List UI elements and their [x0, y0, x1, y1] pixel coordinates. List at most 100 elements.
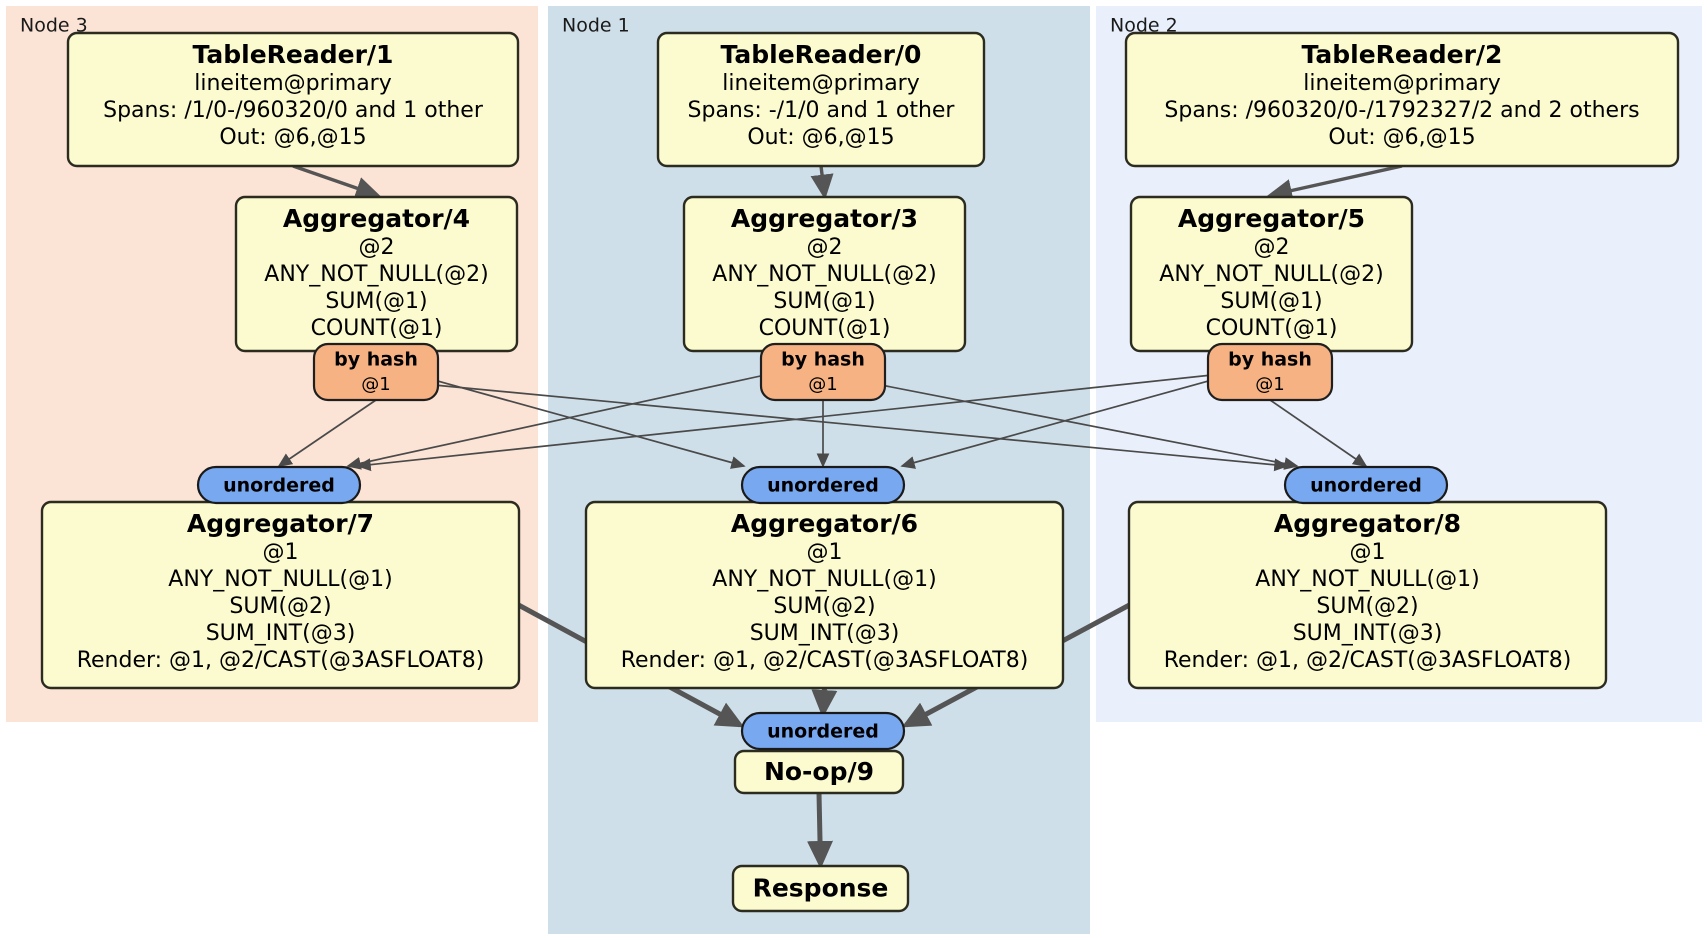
processor-detail-line: SUM(@1): [325, 289, 427, 314]
edge-hash-router-4-unordered-6: [433, 379, 746, 469]
processor-detail-line: @1: [1350, 540, 1386, 565]
router-hash-router-5[interactable]: by hash@1: [1206, 342, 1334, 402]
processor-detail-line: ANY_NOT_NULL(@1): [1255, 567, 1479, 592]
processor-title: Response: [753, 874, 889, 903]
router-label: by hash: [1228, 349, 1312, 371]
processor-title: TableReader/1: [193, 40, 394, 69]
synchronizer-unordered-9[interactable]: unordered: [740, 711, 906, 751]
processor-detail-line: @1: [263, 540, 299, 565]
synchronizer-unordered-6[interactable]: unordered: [740, 465, 906, 505]
node-region-label: Node 3: [20, 15, 88, 37]
node-region-label: Node 1: [562, 15, 630, 37]
synchronizer-badge: [740, 711, 906, 751]
processor-detail-line: SUM(@1): [1220, 289, 1322, 314]
processor-title: Aggregator/6: [731, 509, 918, 538]
processor-detail-line: Render: @1, @2/CAST(@3ASFLOAT8): [77, 648, 485, 673]
processor-title: Aggregator/8: [1274, 509, 1461, 538]
processor-title: TableReader/2: [1302, 40, 1503, 69]
processor-title: Aggregator/4: [283, 204, 470, 233]
processor-detail-line: COUNT(@1): [1206, 316, 1338, 341]
processor-detail-line: Render: @1, @2/CAST(@3ASFLOAT8): [1164, 648, 1572, 673]
processor-detail-line: @2: [359, 235, 395, 260]
router-column: @1: [808, 374, 837, 395]
processor-detail-line: Spans: -/1/0 and 1 other: [688, 98, 956, 123]
router-label: by hash: [334, 349, 418, 371]
edge-noop9-response: [807, 792, 834, 869]
processor-detail-line: Spans: /960320/0-/1792327/2 and 2 others: [1164, 98, 1639, 123]
processor-aggregator4[interactable]: Aggregator/4@2ANY_NOT_NULL(@2)SUM(@1)COU…: [234, 195, 519, 353]
edge-hash-router-5-unordered-7: [356, 374, 1213, 472]
processor-detail-line: lineitem@primary: [722, 71, 920, 96]
edge-hash-router-5-unordered-8: [1269, 399, 1368, 467]
processor-aggregator5[interactable]: Aggregator/5@2ANY_NOT_NULL(@2)SUM(@1)COU…: [1129, 195, 1414, 353]
processor-detail-line: Out: @6,@15: [747, 125, 894, 150]
processor-detail-line: ANY_NOT_NULL(@2): [712, 262, 936, 287]
processor-detail-line: SUM_INT(@3): [206, 621, 356, 646]
processor-detail-line: lineitem@primary: [1303, 71, 1501, 96]
edge-hash-router-4-unordered-8: [433, 384, 1289, 472]
processor-detail-line: ANY_NOT_NULL(@1): [168, 567, 392, 592]
edge-tablereader0-aggregator3: [810, 165, 834, 200]
edge-hash-router-4-unordered-7: [277, 399, 377, 467]
edge-aggregator6-unordered-9: [811, 687, 838, 718]
synchronizer-label: unordered: [1310, 475, 1422, 497]
edge-hash-router-3-unordered-7: [346, 374, 766, 470]
synchronizer-label: unordered: [767, 721, 879, 743]
synchronizer-badge: [740, 465, 906, 505]
edge-tablereader2-aggregator5: [1266, 164, 1403, 202]
router-badge: [312, 342, 440, 402]
processor-detail-line: lineitem@primary: [194, 71, 392, 96]
router-badges: by hash @1 by hash @1 by hash @1 unordered unor…: [196, 342, 1449, 751]
processor-detail-line: @2: [1254, 235, 1290, 260]
processor-detail-line: Spans: /1/0-/960320/0 and 1 other: [103, 98, 484, 123]
processor-detail-line: SUM(@2): [1316, 594, 1418, 619]
synchronizer-label: unordered: [767, 475, 879, 497]
processor-detail-line: Render: @1, @2/CAST(@3ASFLOAT8): [621, 648, 1029, 673]
processor-detail-line: @2: [807, 235, 843, 260]
processor-detail-line: ANY_NOT_NULL(@2): [264, 262, 488, 287]
processor-aggregator7[interactable]: Aggregator/7@1ANY_NOT_NULL(@1)SUM(@2)SUM…: [40, 500, 521, 690]
processor-detail-line: Out: @6,@15: [1328, 125, 1475, 150]
processor-detail-line: COUNT(@1): [759, 316, 891, 341]
router-badge: [1206, 342, 1334, 402]
processor-box: [1124, 31, 1680, 168]
synchronizer-badge: [1283, 465, 1449, 505]
synchronizer-label: unordered: [223, 475, 335, 497]
router-hash-router-3[interactable]: by hash @1: [759, 342, 887, 402]
router-label: by hash: [781, 349, 865, 371]
processor-detail-line: ANY_NOT_NULL(@2): [1159, 262, 1383, 287]
processor-title: Aggregator/5: [1178, 204, 1365, 233]
processor-aggregator8[interactable]: Aggregator/8@1ANY_NOT_NULL(@1)SUM(@2)SUM…: [1127, 500, 1608, 690]
processor-aggregator6[interactable]: Aggregator/6@1ANY_NOT_NULL(@1)SUM(@2)SUM…: [584, 500, 1065, 690]
edge-hash-router-5-unordered-6: [900, 379, 1213, 469]
processor-title: No-op/9: [764, 757, 874, 786]
processor-response[interactable]: Response: [731, 864, 910, 913]
router-hash-router-4[interactable]: by hash @1: [312, 342, 440, 402]
processor-detail-line: SUM(@1): [773, 289, 875, 314]
synchronizer-unordered-7[interactable]: unordered: [196, 465, 362, 505]
router-column: @1: [361, 374, 390, 395]
processor-detail-line: SUM_INT(@3): [1293, 621, 1443, 646]
synchronizer-badge: [196, 465, 362, 505]
processor-title: TableReader/0: [721, 40, 922, 69]
edge-hash-router-3-unordered-8: [880, 384, 1299, 470]
processor-box: [656, 31, 986, 168]
router-badge: [759, 342, 887, 402]
synchronizer-unordered-8[interactable]: unordered: [1283, 465, 1449, 505]
processor-detail-line: @1: [807, 540, 843, 565]
processor-box: [66, 31, 520, 168]
processor-aggregator3[interactable]: Aggregator/3@2ANY_NOT_NULL(@2)SUM(@1)COU…: [682, 195, 967, 353]
processor-box: [733, 749, 905, 795]
node-region-label: Node 2: [1110, 15, 1178, 37]
processor-noop9[interactable]: No-op/9: [733, 749, 905, 795]
processor-box: [731, 864, 910, 913]
processor-detail-line: Out: @6,@15: [219, 125, 366, 150]
processor-detail-line: SUM(@2): [229, 594, 331, 619]
processor-title: Aggregator/3: [731, 204, 918, 233]
